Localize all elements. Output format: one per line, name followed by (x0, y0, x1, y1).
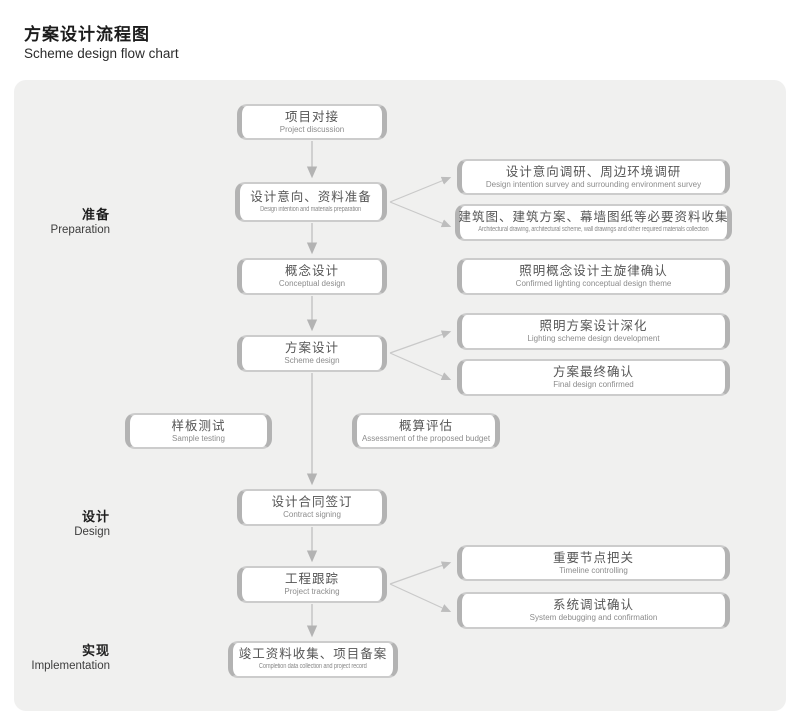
flow-box-conceptual-design: 概念设计 Conceptual design (237, 258, 387, 295)
box-subtitle-en: Scheme design (284, 356, 340, 365)
page-subtitle: Scheme design flow chart (24, 46, 179, 61)
box-subtitle-en: Timeline controlling (559, 565, 628, 575)
stage-en: Implementation (31, 660, 110, 672)
flow-box-scheme-development: 照明方案设计深化 Lighting scheme design developm… (457, 313, 730, 350)
box-title-zh: 照明方案设计深化 (539, 319, 648, 333)
box-subtitle-en: Conceptual design (278, 279, 346, 288)
flow-box-final-design-confirmed: 方案最终确认 Final design confirmed (457, 359, 730, 396)
flow-box-sample-testing: 样板测试 Sample testing (125, 413, 272, 449)
stage-en: Preparation (50, 224, 110, 236)
box-subtitle-en: Architectural drawing, architectural sch… (478, 226, 709, 233)
box-title-zh: 方案设计 (284, 341, 339, 355)
box-title-zh: 项目对接 (284, 109, 339, 124)
box-title-zh: 方案最终确认 (552, 365, 634, 379)
flow-box-system-debugging: 系统调试确认 System debugging and confirmation (457, 592, 730, 629)
stage-label-design: 设计 Design (24, 509, 110, 539)
box-subtitle-en: Project tracking (284, 587, 340, 596)
box-subtitle-en: Final design confirmed (553, 380, 634, 389)
box-subtitle-en: Assessment of the proposed budget (361, 433, 491, 443)
flow-box-completion-record: 竣工资料收集、项目备案 Completion data collection a… (228, 641, 398, 678)
box-subtitle-en: Completion data collection and project r… (259, 663, 367, 670)
box-title-zh: 设计意向、资料准备 (250, 189, 372, 204)
box-subtitle-en: Confirmed lighting conceptual design the… (515, 279, 672, 288)
flow-box-contract-signing: 设计合同签订 Contract signing (237, 489, 387, 526)
box-subtitle-en: Design intention survey and surrounding … (485, 179, 702, 189)
stage-zh: 准备 (81, 207, 110, 222)
box-subtitle-en: Design intention and materials preparati… (260, 205, 362, 213)
flow-box-scheme-design: 方案设计 Scheme design (237, 335, 387, 372)
page-title: 方案设计流程图 (24, 25, 150, 44)
box-title-zh: 设计合同签订 (271, 495, 353, 509)
stage-en: Design (74, 526, 110, 538)
box-title-zh: 重要节点把关 (552, 550, 634, 565)
box-title-zh: 设计意向调研、周边环境调研 (505, 164, 682, 179)
box-title-zh: 照明概念设计主旋律确认 (519, 264, 668, 278)
box-subtitle-en: Project discussion (279, 124, 345, 134)
flow-box-project-tracking: 工程跟踪 Project tracking (237, 566, 387, 603)
box-title-zh: 建筑图、建筑方案、幕墙图纸等必要资料收集 (458, 210, 729, 224)
box-title-zh: 概念设计 (284, 264, 339, 278)
stage-zh: 设计 (81, 509, 110, 524)
stage-label-preparation: 准备 Preparation (24, 207, 110, 237)
box-title-zh: 概算评估 (398, 418, 453, 433)
box-title-zh: 样板测试 (171, 418, 226, 433)
stage-zh: 实现 (81, 643, 110, 658)
box-subtitle-en: Contract signing (283, 510, 341, 519)
flow-box-budget-assessment: 概算评估 Assessment of the proposed budget (352, 413, 500, 449)
flow-box-intention-environment-survey: 设计意向调研、周边环境调研 Design intention survey an… (457, 159, 730, 195)
flow-box-lighting-theme-confirmed: 照明概念设计主旋律确认 Confirmed lighting conceptua… (457, 258, 730, 295)
stage-label-implementation: 实现 Implementation (24, 643, 110, 673)
flow-box-project-discussion: 项目对接 Project discussion (237, 104, 387, 140)
box-title-zh: 竣工资料收集、项目备案 (238, 647, 388, 661)
box-title-zh: 系统调试确认 (552, 598, 634, 612)
box-subtitle-en: Sample testing (172, 433, 225, 443)
box-title-zh: 工程跟踪 (284, 572, 339, 586)
flow-box-timeline-controlling: 重要节点把关 Timeline controlling (457, 545, 730, 581)
box-subtitle-en: System debugging and confirmation (529, 613, 658, 622)
flow-box-materials-collection: 建筑图、建筑方案、幕墙图纸等必要资料收集 Architectural drawi… (455, 204, 732, 241)
flow-box-design-intention-preparation: 设计意向、资料准备 Design intention and materials… (235, 182, 387, 222)
box-subtitle-en: Lighting scheme design development (527, 334, 660, 343)
